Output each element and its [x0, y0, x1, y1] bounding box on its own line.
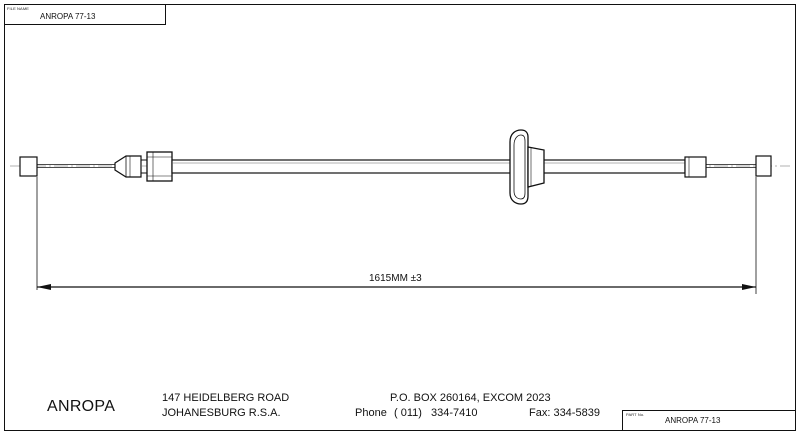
address-line-1: 147 HEIDELBERG ROAD [162, 392, 290, 404]
drawing-border [4, 4, 796, 431]
file-name-label: FILE NAME [7, 6, 30, 11]
dimension-label: 1615MM ±3 [369, 273, 422, 284]
left-end-ferrule [19, 156, 38, 177]
fax-number: Fax: 334-5839 [529, 407, 600, 419]
outer-conduit [171, 159, 686, 174]
cone-tip [114, 155, 142, 178]
address-line-2: JOHANESBURG R.S.A. [162, 407, 281, 419]
part-number-label: PART No. [626, 412, 645, 417]
phone-label: Phone [355, 407, 387, 419]
file-name-value: ANROPA 77-13 [40, 12, 96, 21]
rubber-grommet [509, 129, 529, 205]
part-number-value: ANROPA 77-13 [665, 416, 721, 425]
right-end-ferrule [755, 155, 772, 177]
company-name: ANROPA [47, 398, 116, 415]
dimension-arrow-right [742, 284, 756, 290]
part-number-box [622, 410, 796, 431]
grommet-collar [527, 146, 545, 188]
file-name-box [4, 4, 166, 25]
phone-number: 334-7410 [431, 407, 478, 419]
phone-code: ( 011) [394, 407, 422, 419]
right-ferrule [684, 156, 707, 178]
dimension-arrow-left [37, 284, 51, 290]
hex-nut [146, 151, 173, 182]
po-box: P.O. BOX 260164, EXCOM 2023 [390, 392, 551, 404]
